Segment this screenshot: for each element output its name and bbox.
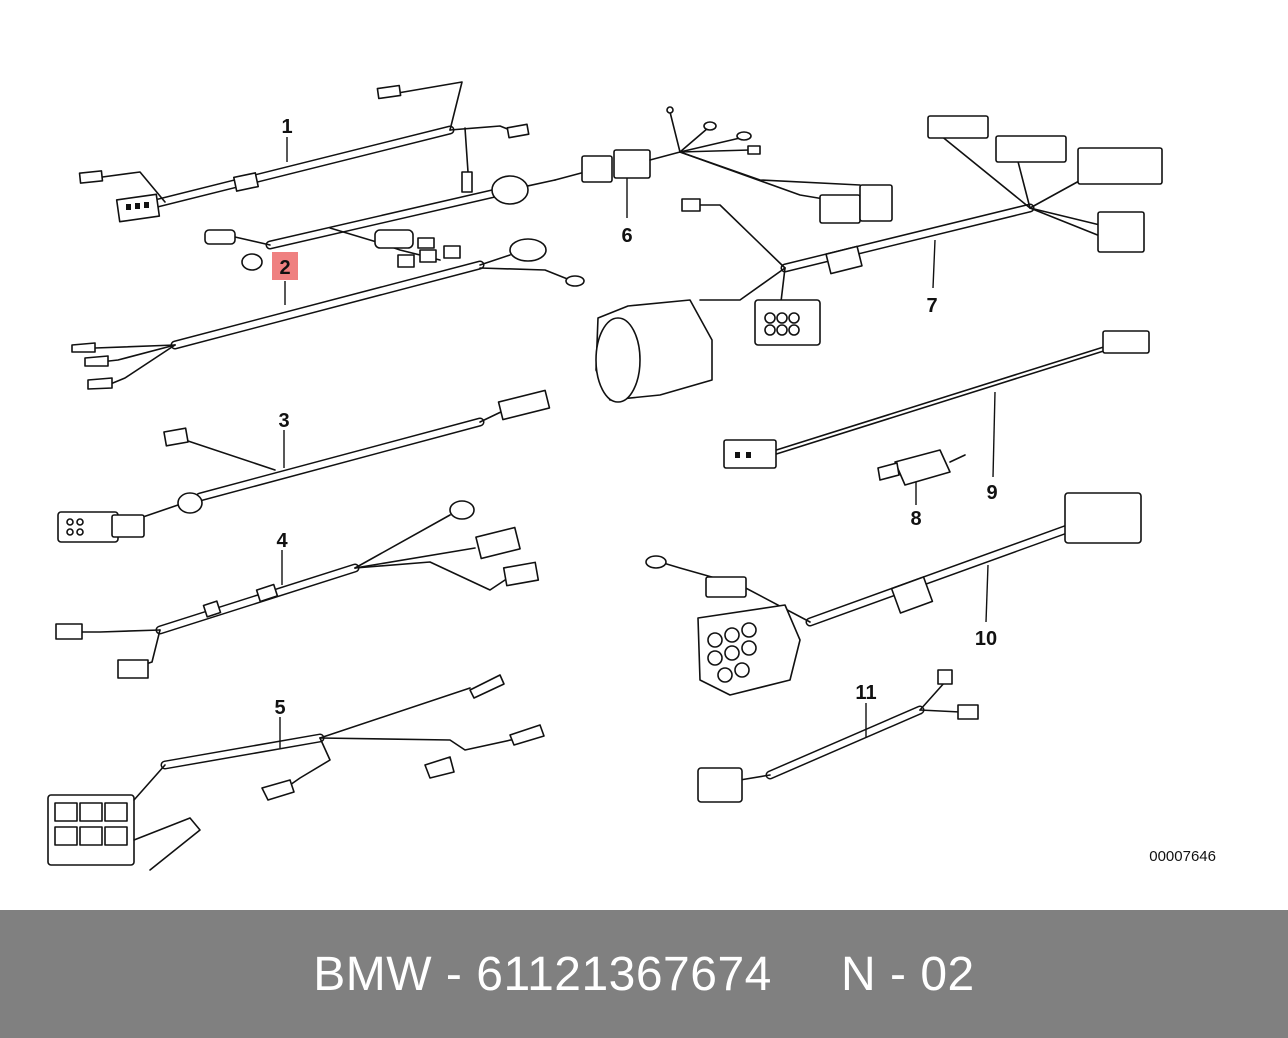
harness-part-9 xyxy=(723,330,1150,469)
callout-2: 2 xyxy=(272,252,298,305)
callout-8: 8 xyxy=(910,482,922,530)
callout-10: 10 xyxy=(975,564,997,650)
callouts: 1 2 3 4 5 6 7 8 xyxy=(272,116,998,748)
harness-part-7 xyxy=(595,115,1163,403)
harness-part-6 xyxy=(554,106,893,224)
harness-part-8 xyxy=(877,449,966,486)
callout-1-label: 1 xyxy=(281,116,292,138)
harness-part-5 xyxy=(47,674,545,871)
callout-4: 4 xyxy=(276,530,288,585)
callout-7-label: 7 xyxy=(926,295,937,317)
callout-7: 7 xyxy=(926,239,938,317)
callout-8-label: 8 xyxy=(910,508,921,530)
callout-11-label: 11 xyxy=(855,682,876,704)
callout-10-label: 10 xyxy=(975,628,997,650)
callout-9-label: 9 xyxy=(986,482,997,504)
callout-5: 5 xyxy=(274,697,286,748)
part-number-text: BMW - 61121367674 N - 02 xyxy=(313,947,975,1001)
harness-part-3 xyxy=(57,389,551,543)
callout-3-label: 3 xyxy=(278,410,289,432)
diagram-canvas: 1 2 3 4 5 6 7 8 xyxy=(47,81,1216,871)
harness-part-4 xyxy=(55,500,540,679)
callout-4-label: 4 xyxy=(276,530,288,552)
drawing-number: 00007646 xyxy=(1149,848,1216,865)
callout-2-highlight xyxy=(272,252,298,280)
harness-part-10 xyxy=(645,492,1142,696)
callout-6: 6 xyxy=(621,178,633,247)
harness-part-1 xyxy=(78,81,530,223)
callout-2-label: 2 xyxy=(279,257,290,279)
part-number-banner: BMW - 61121367674 N - 02 xyxy=(0,910,1288,1038)
wiring-harness-diagram: 1 2 3 4 5 6 7 8 xyxy=(47,81,1216,871)
callout-6-label: 6 xyxy=(621,225,632,247)
callout-11: 11 xyxy=(855,682,877,738)
callout-5-label: 5 xyxy=(274,697,285,719)
callout-9: 9 xyxy=(986,391,998,504)
harness-part-11 xyxy=(697,669,979,803)
callout-3: 3 xyxy=(278,410,290,468)
callout-1: 1 xyxy=(281,116,293,162)
harness-part-2 xyxy=(71,175,585,390)
